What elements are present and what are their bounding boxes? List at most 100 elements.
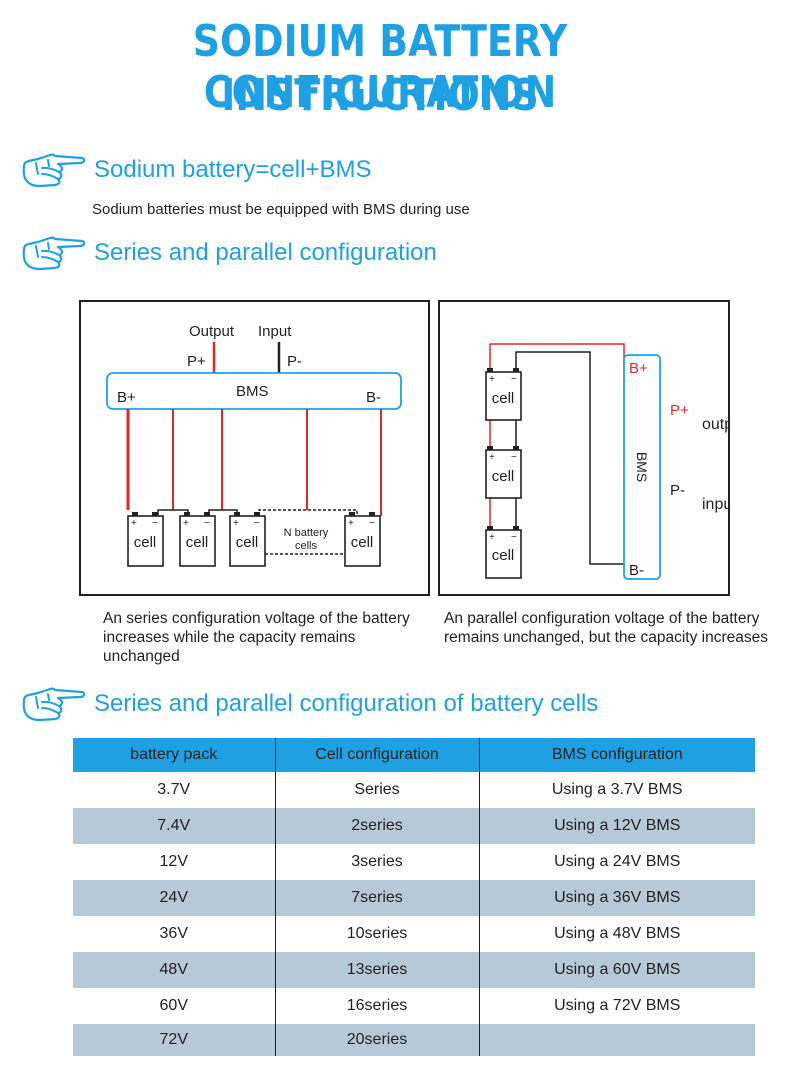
- cell-link-n: [258, 509, 358, 516]
- svg-text:+: +: [489, 532, 495, 543]
- svg-text:−: −: [511, 532, 517, 543]
- cell-link-1-2: [157, 509, 189, 516]
- svg-text:cell: cell: [492, 390, 515, 407]
- parallel-cell-1: + − cell: [485, 368, 522, 421]
- series-diagram: Output Input P+ P- B+ BMS B- N battery c…: [106, 323, 402, 567]
- svg-text:−: −: [511, 374, 517, 385]
- svg-text:−: −: [152, 518, 158, 529]
- bms-config-cell: Using a 36V BMS: [478, 880, 755, 916]
- bms-label: BMS: [236, 383, 269, 400]
- svg-text:cell: cell: [186, 534, 209, 551]
- svg-text:cell: cell: [492, 547, 515, 564]
- pointing-hand-icon: [22, 153, 86, 188]
- bms-config-cell: Using a 24V BMS: [478, 844, 755, 880]
- column-header: battery pack: [73, 738, 275, 772]
- page-title-line-2: INSTRUCTIONS: [221, 70, 539, 121]
- section-series-parallel: Series and parallel configuration: [22, 233, 437, 273]
- svg-text:cell: cell: [492, 468, 515, 485]
- svg-text:−: −: [511, 452, 517, 463]
- parallel-caption: An parallel configuration voltage of the…: [444, 610, 768, 646]
- parallel-minus-wire: [515, 351, 624, 565]
- b-plus-label: B+: [629, 360, 648, 377]
- svg-text:+: +: [183, 518, 189, 529]
- table-row: 36V 10series Using a 48V BMS: [73, 916, 755, 952]
- cell-config-cell: 2series: [274, 808, 479, 844]
- bms-config-cell: Using a 12V BMS: [478, 808, 755, 844]
- input-label: Input: [258, 323, 292, 340]
- bms-config-cell: Using a 60V BMS: [478, 952, 755, 988]
- series-caption: An series configuration voltage of the b…: [103, 610, 410, 665]
- cell-config-cell: 13series: [274, 952, 479, 988]
- table-row: 48V 13series Using a 60V BMS: [73, 952, 755, 988]
- cell-1: + − cell: [127, 512, 164, 567]
- column-header: Cell configuration: [274, 738, 479, 772]
- battery-pack-cell: 72V: [73, 1024, 275, 1056]
- battery-config-table: battery pack Cell configuration BMS conf…: [73, 738, 755, 1056]
- page-title-line-1: SODIUM BATTERY CONFIGURATION: [192, 16, 568, 118]
- series-diagram-panel: Output Input P+ P- B+ BMS B- N battery c…: [79, 300, 430, 596]
- table-row: 60V 16series Using a 72V BMS: [73, 988, 755, 1024]
- section-heading: Series and parallel configuration: [94, 239, 437, 266]
- bms-config-cell: Using a 3.7V BMS: [478, 772, 755, 808]
- table-row: 72V 20series: [73, 1024, 755, 1056]
- table-row: 3.7V Series Using a 3.7V BMS: [73, 772, 755, 808]
- parallel-cell-2: + − cell: [485, 446, 522, 499]
- p-plus-label: P+: [187, 353, 206, 370]
- parallel-cell-3: + − cell: [485, 526, 522, 579]
- b-minus-label: B-: [629, 562, 644, 579]
- table-row: 12V 3series Using a 24V BMS: [73, 844, 755, 880]
- cell-n: + − cell: [344, 512, 381, 567]
- battery-pack-cell: 7.4V: [73, 808, 275, 844]
- cell-config-cell: 7series: [274, 880, 479, 916]
- svg-text:+: +: [131, 518, 137, 529]
- p-minus-label: P-: [287, 353, 302, 370]
- cell-config-cell: 16series: [274, 988, 479, 1024]
- svg-text:−: −: [204, 518, 210, 529]
- bms-label: BMS: [634, 452, 650, 482]
- section-sodium-battery: Sodium battery=cell+BMS: [22, 150, 371, 190]
- svg-text:cell: cell: [134, 534, 157, 551]
- table-header-row: battery pack Cell configuration BMS conf…: [73, 738, 755, 772]
- svg-text:+: +: [489, 452, 495, 463]
- n-cells-label-2: cells: [295, 540, 318, 552]
- cell-3: + − cell: [229, 512, 266, 567]
- parallel-diagram: + − cell + − cell + − cell B+ B- BMS P+ …: [485, 343, 747, 580]
- battery-pack-cell: 48V: [73, 952, 275, 988]
- cell-config-cell: Series: [274, 772, 479, 808]
- svg-text:−: −: [369, 518, 375, 529]
- output-label: output: [702, 416, 728, 433]
- section-text: Sodium batteries must be equipped with B…: [92, 201, 470, 218]
- p-minus-label: P-: [670, 482, 685, 499]
- svg-text:+: +: [348, 518, 354, 529]
- pointing-hand-icon: [22, 687, 86, 722]
- pointing-hand-icon: [22, 236, 86, 271]
- svg-text:cell: cell: [351, 534, 374, 551]
- table-row: 24V 7series Using a 36V BMS: [73, 880, 755, 916]
- section-heading: Series and parallel configuration of bat…: [94, 690, 599, 717]
- input-label: input: [702, 496, 728, 513]
- b-minus-label: B-: [366, 389, 381, 406]
- cell-2: + − cell: [179, 512, 216, 567]
- output-label: Output: [189, 323, 235, 340]
- bms-bar: [106, 372, 402, 410]
- table-row: 7.4V 2series Using a 12V BMS: [73, 808, 755, 844]
- section-heading: Sodium battery=cell+BMS: [94, 156, 372, 183]
- b-plus-label: B+: [117, 389, 136, 406]
- n-cells-label: N battery: [284, 527, 329, 539]
- bms-config-cell: [478, 1024, 755, 1056]
- battery-pack-cell: 36V: [159, 925, 188, 942]
- battery-pack-cell: 24V: [73, 880, 275, 916]
- svg-text:+: +: [489, 374, 495, 385]
- parallel-diagram-panel: + − cell + − cell + − cell B+ B- BMS P+ …: [438, 300, 747, 596]
- bms-config-cell: Using a 72V BMS: [478, 988, 755, 1024]
- column-header: BMS configuration: [478, 738, 755, 772]
- cell-config-cell: 20series: [274, 1024, 479, 1056]
- cell-config-cell: 10series: [274, 916, 479, 952]
- svg-text:cell: cell: [236, 534, 259, 551]
- battery-pack-cell: 60V: [159, 997, 188, 1014]
- section-cell-configuration: Series and parallel configuration of bat…: [22, 684, 598, 724]
- svg-text:−: −: [254, 518, 260, 529]
- p-plus-label: P+: [670, 402, 689, 419]
- cell-config-cell: 3series: [274, 844, 479, 880]
- bms-config-cell: Using a 48V BMS: [478, 916, 755, 952]
